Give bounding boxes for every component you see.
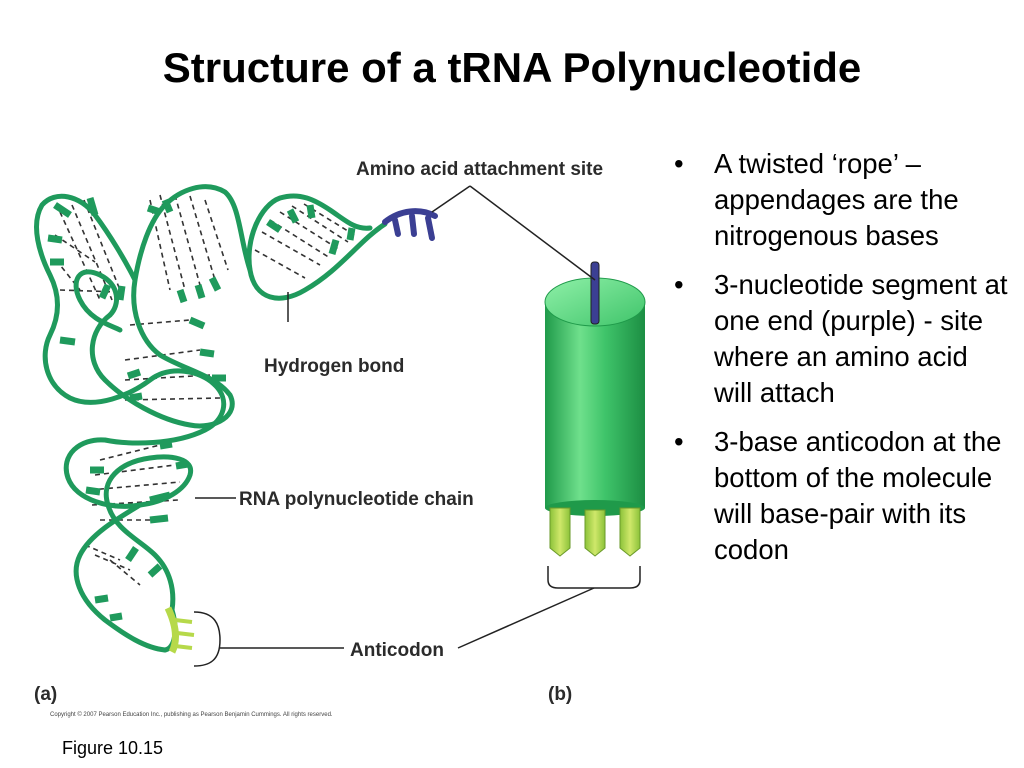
label-anticodon: Anticodon — [350, 640, 444, 661]
amino-acid-site — [382, 208, 438, 241]
label-amino-acid-site: Amino acid attachment site — [356, 159, 603, 180]
panel-b-label: (b) — [548, 684, 572, 705]
panel-a-label: (a) — [34, 684, 57, 705]
bullet-list: • A twisted ‘rope’ – appendages are the n… — [668, 146, 1008, 581]
bullet-text: 3-base anticodon at the bottom of the mo… — [714, 426, 1002, 565]
label-rna-chain: RNA polynucleotide chain — [239, 489, 474, 510]
anticodon-a — [164, 606, 221, 667]
nucleotide-bases — [47, 197, 356, 622]
rna-chain — [34, 184, 388, 653]
hydrogen-bonds — [54, 194, 357, 586]
bullet-icon: • — [674, 426, 684, 457]
bullet-item: • A twisted ‘rope’ – appendages are the n… — [668, 146, 1008, 254]
bullet-text: A twisted ‘rope’ – appendages are the ni… — [714, 148, 959, 251]
figure-number: Figure 10.15 — [62, 738, 164, 758]
label-hydrogen-bond: Hydrogen bond — [264, 356, 404, 377]
slide-title: Structure of a tRNA Polynucleotide — [162, 44, 862, 91]
trna-cylinder — [544, 261, 646, 589]
leader-lines — [195, 185, 596, 649]
bullet-icon: • — [674, 148, 684, 179]
bullet-icon: • — [674, 269, 684, 300]
copyright-text: Copyright © 2007 Pearson Education Inc.,… — [50, 711, 333, 718]
bullet-item: • 3-base anticodon at the bottom of the m… — [668, 424, 1008, 568]
anticodon-prongs — [549, 507, 641, 557]
bullet-item: • 3-nucleotide segment at one end (purple… — [668, 267, 1008, 411]
bullet-text: 3-nucleotide segment at one end (purple)… — [714, 269, 1008, 408]
